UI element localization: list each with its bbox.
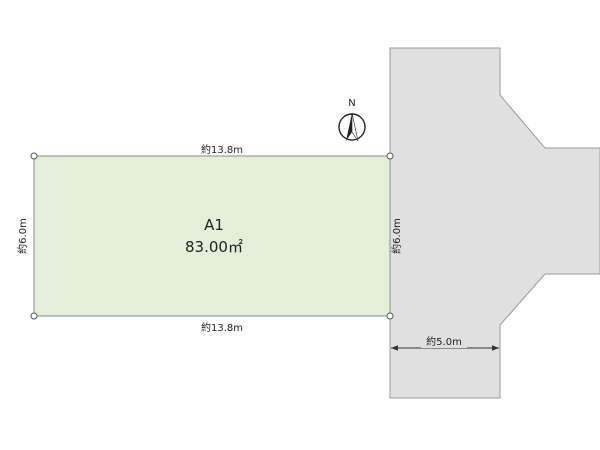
plot-area-label: 83.00㎡: [185, 238, 243, 256]
corner-marker: [386, 312, 394, 320]
road-area: [389, 47, 600, 399]
top-dimension-label: 約13.8m: [201, 143, 243, 156]
left-dimension-label: 約6.0m: [16, 218, 29, 254]
north-letter: N: [348, 98, 355, 109]
road-width-label-bg: [421, 334, 467, 348]
corner-marker: [30, 312, 38, 320]
north-arrow-icon: [338, 112, 366, 142]
road-width-dimension-label: 約5.0m: [426, 335, 462, 348]
plot-a1: [33, 155, 391, 317]
corner-marker: [386, 152, 394, 160]
bottom-dimension-label: 約13.8m: [201, 321, 243, 334]
plot-id-label: A1: [204, 216, 224, 234]
right-dimension-label: 約6.0m: [390, 218, 403, 254]
corner-marker: [30, 152, 38, 160]
